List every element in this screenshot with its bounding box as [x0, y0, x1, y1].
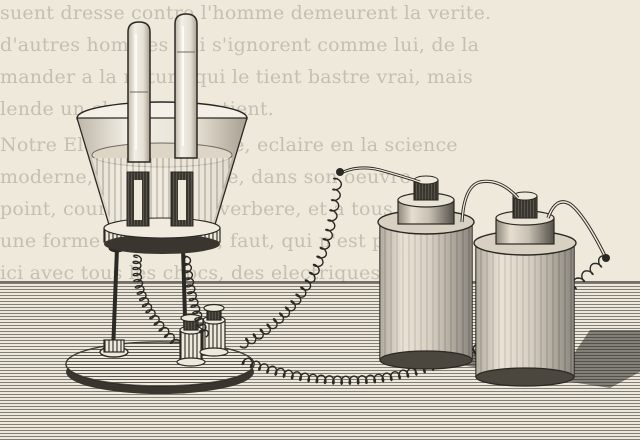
- battery-cell-left: [377, 175, 475, 370]
- coiled-wire: [132, 254, 182, 347]
- show-through-line: mander a la nature qui le tient bastre v…: [0, 66, 473, 88]
- test-tube-left: [127, 21, 151, 163]
- show-through-line: ici avec tous les chocs, des electriques: [0, 262, 381, 284]
- coiled-wire: [239, 177, 343, 349]
- battery-cell-right: [473, 191, 577, 387]
- connector-strips: [336, 166, 610, 262]
- show-through-line: d'autres hommes qui s'ignorent comme lui…: [0, 34, 480, 56]
- test-tube-right: [174, 13, 198, 159]
- coiled-wire: [181, 255, 210, 338]
- voltameter-cup: [76, 101, 248, 254]
- show-through-line: suent dresse contre l'homme demeurent la…: [0, 2, 492, 24]
